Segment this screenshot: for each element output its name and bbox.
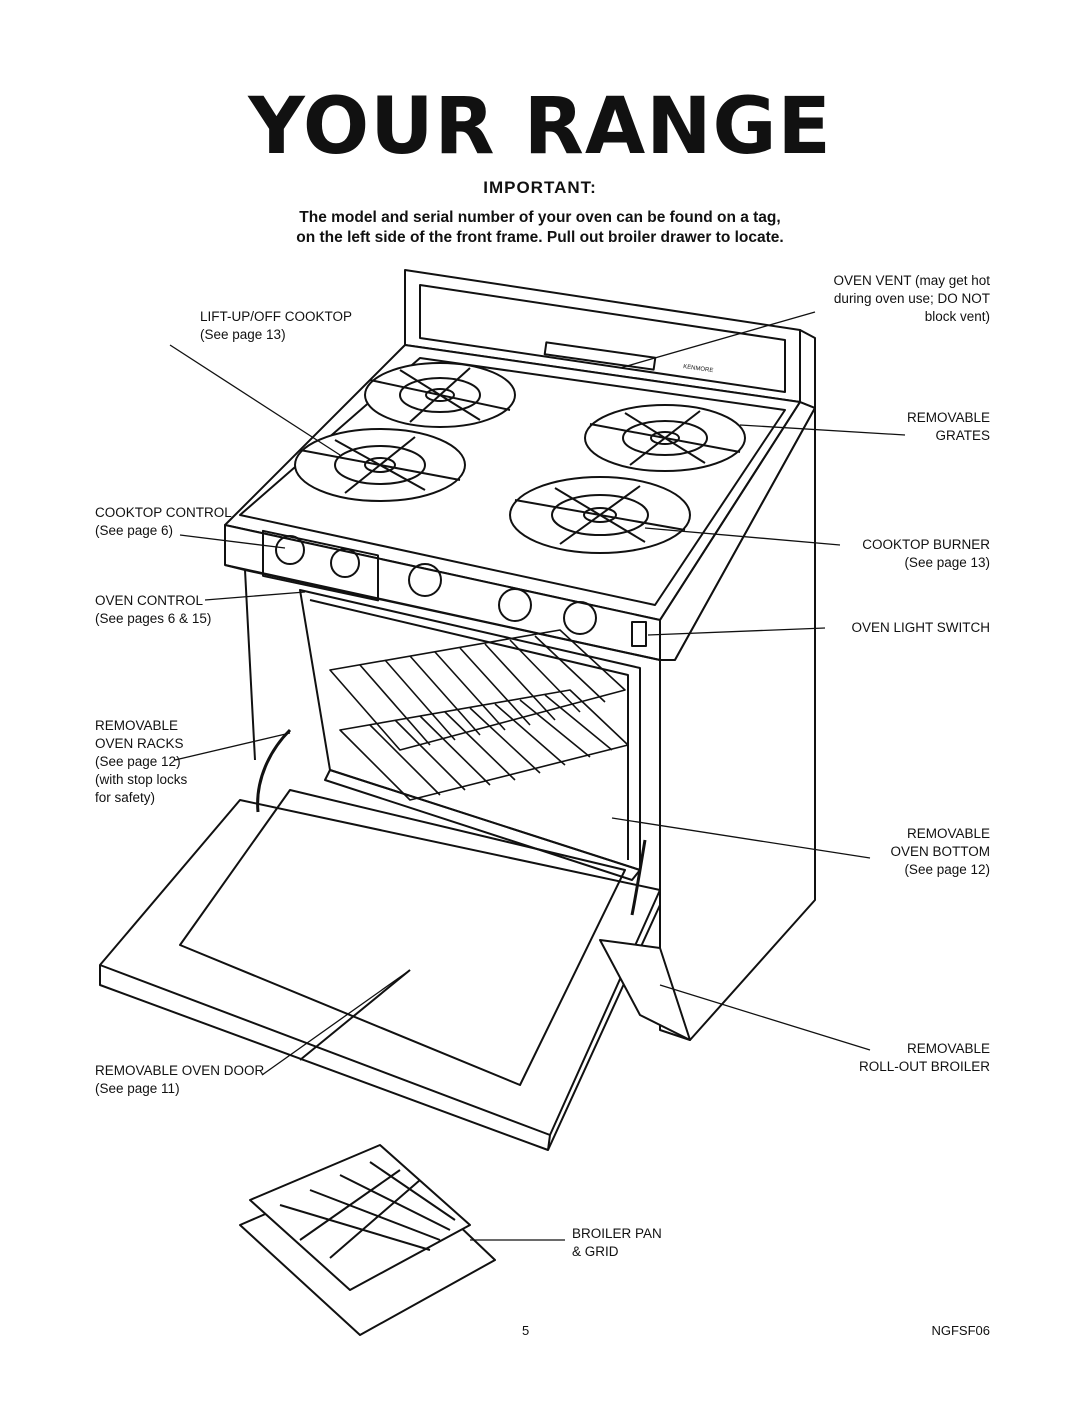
label-cooktop-burner: COOKTOP BURNER (See page 13) (862, 537, 990, 570)
page-title: YOUR RANGE (248, 82, 832, 172)
page-number: 5 (522, 1323, 530, 1338)
document-code: NGFSF06 (931, 1323, 990, 1338)
control-knobs (262, 529, 647, 647)
label-cooktop-control: COOKTOP CONTROL (See page 6) (95, 505, 232, 538)
label-removable-oven-bottom: REMOVABLE OVEN BOTTOM (See page 12) (890, 826, 990, 877)
burner-front-right (509, 476, 691, 554)
label-oven-control: OVEN CONTROL (See pages 6 & 15) (95, 593, 212, 626)
label-oven-vent: OVEN VENT (may get hot during oven use; … (833, 273, 990, 324)
label-removable-oven-racks: REMOVABLE OVEN RACKS (See page 12) (with… (95, 718, 188, 805)
door-window (179, 789, 626, 1086)
label-removable-oven-door: REMOVABLE OVEN DOOR (See page 11) (95, 1063, 265, 1096)
label-removable-roll-out-broiler: REMOVABLE ROLL-OUT BROILER (858, 1041, 990, 1074)
oven-rack-lower (339, 689, 629, 801)
important-heading: IMPORTANT: (483, 178, 597, 197)
burner-rear-left (364, 362, 516, 428)
label-removable-grates: REMOVABLE GRATES (906, 410, 990, 443)
brand-logo: KENMORE (683, 364, 714, 374)
leader-lines (169, 311, 906, 1241)
burner-front-left (294, 428, 466, 502)
label-oven-light-switch: OVEN LIGHT SWITCH (851, 620, 990, 635)
note-line-2: on the left side of the front frame. Pul… (296, 229, 784, 246)
broiler-drawer (599, 939, 691, 1041)
backguard-panel (419, 284, 786, 393)
label-broiler-pan-grid: BROILER PAN & GRID (572, 1226, 662, 1259)
note-line-1: The model and serial number of your oven… (299, 209, 781, 226)
burner-rear-right (584, 404, 746, 472)
label-lift-up-off-cooktop: LIFT-UP/OFF COOKTOP (See page 13) (200, 309, 353, 342)
oven-bottom-panel (324, 769, 641, 881)
broiler-pan (239, 1144, 496, 1336)
oven-vent-slot (543, 341, 657, 371)
important-note: The model and serial number of your oven… (0, 208, 1080, 248)
